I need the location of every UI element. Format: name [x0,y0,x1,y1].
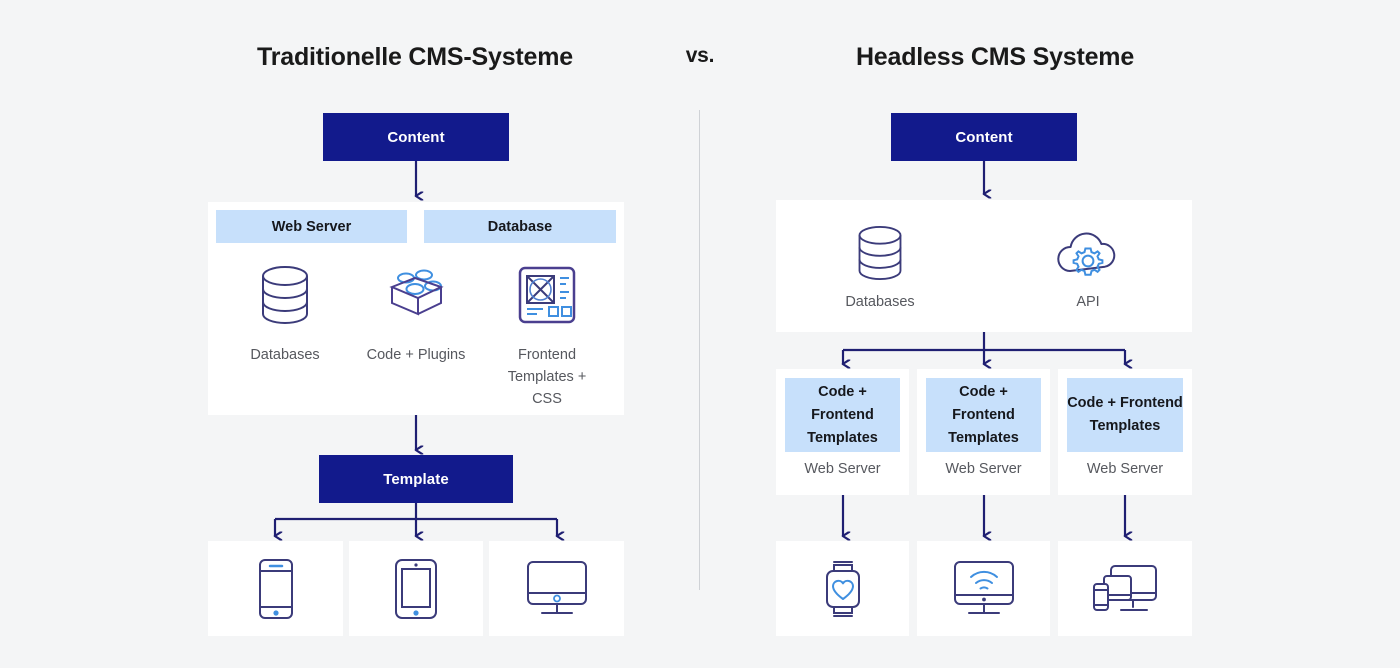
headless-output-card-smartwatch[interactable] [776,541,909,636]
headless-server-sub-label-3: Web Server [1086,461,1164,477]
desktop-monitor-icon [526,560,588,618]
traditional-feature-label-databases: Databases [250,347,320,363]
headless-server-sub-label-1: Web Server [804,461,881,477]
monitor-wifi-icon [953,560,1015,618]
headless-source-label-databases: Databases [845,294,915,310]
traditional-content-box[interactable]: Content [323,113,509,161]
wireframe-icon [512,260,582,330]
headless-server-card-2[interactable]: Code + Frontend Templates Web Server [917,369,1050,495]
headless-server-card-3[interactable]: Code + Frontend Templates Web Server [1058,369,1192,495]
tablet-icon [394,558,438,620]
smartwatch-heart-icon [822,558,864,620]
headless-server-box-label-1: Code + Frontend Templates [785,378,900,452]
traditional-bar-database[interactable]: Database [424,210,616,243]
page-title-headless: Headless CMS Systeme [855,43,1135,71]
traditional-feature-label-code-plugins: Code + Plugins [366,347,466,363]
versus-label: vs. [685,44,715,67]
traditional-output-card-tablet[interactable] [349,541,483,636]
traditional-output-card-smartphone[interactable] [208,541,343,636]
headless-output-card-multi-device[interactable] [1058,541,1192,636]
smartphone-icon [258,558,294,620]
headless-output-card-monitor-wifi[interactable] [917,541,1050,636]
headless-server-box-label-2: Code + Frontend Templates [926,378,1041,452]
traditional-output-card-desktop[interactable] [489,541,624,636]
page-title-traditional: Traditionelle CMS-Systeme [257,43,573,71]
headless-server-card-1[interactable]: Code + Frontend Templates Web Server [776,369,909,495]
traditional-feature-label-frontend-templates: Frontend Templates + CSS [507,347,587,407]
headless-server-sub-label-2: Web Server [945,461,1022,477]
traditional-template-box[interactable]: Template [319,455,513,503]
lego-brick-icon [381,260,451,330]
column-divider [699,110,700,590]
cloud-gear-icon [1053,222,1123,284]
headless-server-box-label-3: Code + Frontend Templates [1067,378,1183,452]
multi-device-icon [1091,561,1159,617]
database-icon [250,260,320,330]
database-icon [845,222,915,284]
headless-source-label-api: API [1076,294,1100,310]
headless-content-box[interactable]: Content [891,113,1077,161]
traditional-bar-web-server[interactable]: Web Server [216,210,407,243]
headless-sources-panel [776,200,1192,332]
